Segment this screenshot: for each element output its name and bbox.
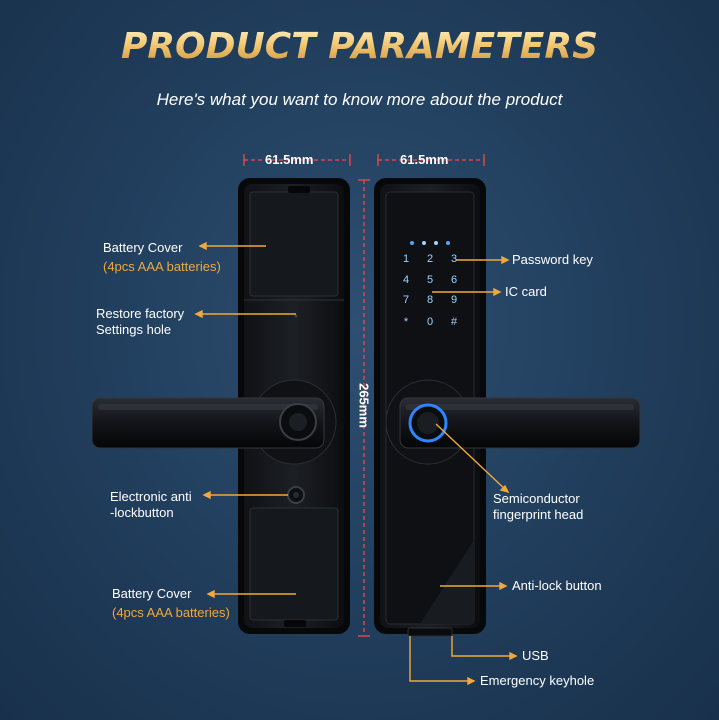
battery-note-bottom-label: (4pcs AAA batteries) [112, 605, 230, 620]
keypad-key: 0 [427, 316, 433, 328]
height-label: 265mm [356, 383, 372, 428]
keypad-key: 6 [451, 274, 457, 286]
width-dimension-left [243, 154, 351, 166]
emergency-keyhole-label: Emergency keyhole [480, 673, 595, 688]
keypad-key: 5 [427, 274, 433, 286]
anti-lock-button-label: Anti-lock button [512, 578, 602, 593]
keypad-key: 4 [403, 274, 409, 286]
lock-front-view [374, 178, 641, 637]
callout-lines-right [409, 255, 518, 686]
settings-hole-label: Settings hole [96, 322, 172, 337]
height-dimension [358, 179, 370, 637]
page-subtitle: Here's what you want to know more about … [156, 90, 563, 109]
lock-back-view [91, 178, 350, 634]
keypad-key: * [404, 316, 409, 328]
page-title: PRODUCT PARAMETERS [0, 26, 719, 67]
keypad-key: 2 [427, 253, 433, 265]
keypad-key: 8 [427, 294, 433, 306]
width-dimension-right [377, 154, 485, 166]
keypad-key: 3 [451, 253, 457, 265]
usb-label: USB [522, 648, 549, 663]
anti-lock-label-line1: Electronic anti [110, 489, 192, 504]
keypad-key: # [451, 316, 458, 328]
battery-note-top-label: (4pcs AAA batteries) [103, 259, 221, 274]
keypad-key: 9 [451, 294, 457, 306]
ic-card-label: IC card [505, 284, 547, 299]
anti-lock-label-line2: -lockbutton [110, 505, 174, 520]
keypad-key: 1 [403, 253, 409, 265]
battery-cover-top-label: Battery Cover [103, 240, 183, 255]
keypad: 1 2 3 4 5 6 7 8 9 * 0 # [403, 253, 458, 328]
restore-factory-label: Restore factory [96, 306, 185, 321]
width-label-left: 61.5mm [265, 152, 314, 167]
keypad-key: 7 [403, 294, 409, 306]
callout-lines-left [194, 241, 296, 599]
battery-cover-bottom-label: Battery Cover [112, 586, 192, 601]
fingerprint-label-line2: fingerprint head [493, 507, 584, 522]
password-key-label: Password key [512, 252, 593, 267]
width-label-right: 61.5mm [400, 152, 449, 167]
fingerprint-label-line1: Semiconductor [493, 491, 580, 506]
